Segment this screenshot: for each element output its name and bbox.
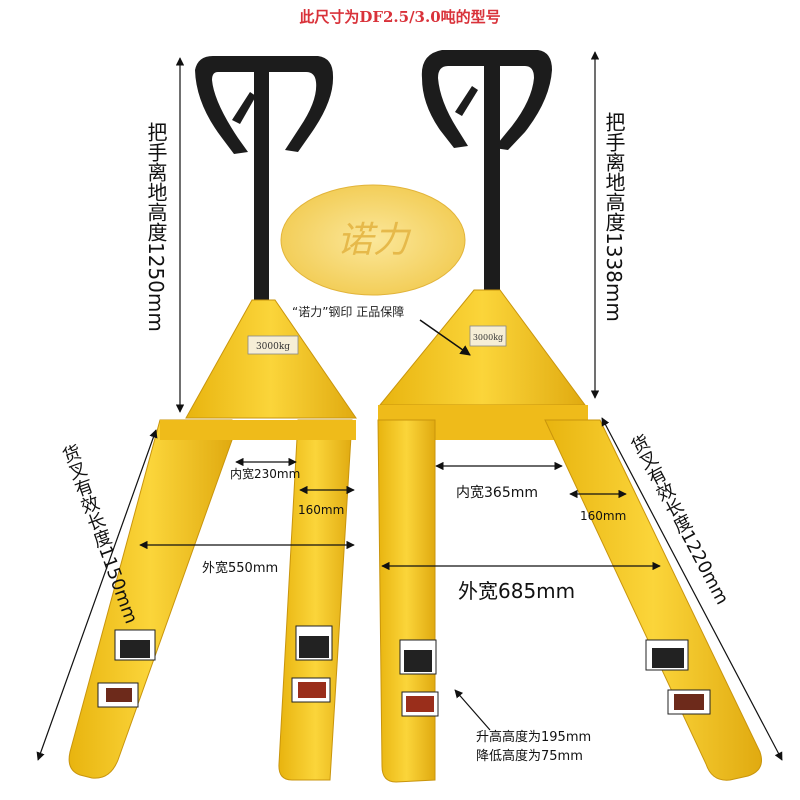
right-inner-width-label: 内宽365mm (456, 485, 538, 501)
stamp-caption: “诺力”钢印 正品保障 (292, 305, 405, 319)
right-handle-height-label: 把手离地高度1338mm (602, 112, 626, 322)
right-truck-fork-left (377, 419, 436, 783)
right-capacity-plate (469, 325, 507, 347)
right-handle-shaft (484, 50, 500, 310)
right-handle-grip (421, 50, 552, 150)
brand-stamp-badge: 诺力 (280, 184, 466, 296)
left-truck-crossbar (160, 420, 356, 440)
right-handle-lever (455, 86, 478, 116)
left-fork-width-label: 160mm (298, 503, 345, 517)
left-fork-length-line (36, 429, 158, 761)
left-handle-shaft (254, 60, 269, 310)
right-capacity-plate-text: 3000kg (473, 333, 503, 342)
left-capacity-plate (247, 335, 299, 355)
left-inner-width-label: 内宽230mm (230, 467, 301, 481)
stamp-pointer-arrow (419, 319, 471, 356)
left-handle-lever (232, 92, 256, 124)
right-pallet-truck: 3000kg (377, 50, 762, 783)
page-title: 此尺寸为DF2.5/3.0吨的型号 (299, 8, 501, 26)
left-pump-body (185, 299, 357, 419)
lift-pointer-arrow (454, 689, 491, 731)
right-outer-width-label: 外宽685mm (458, 579, 576, 603)
left-pallet-truck: 3000kg (68, 55, 357, 781)
left-handle-height-label: 把手离地高度1250mm (144, 122, 168, 332)
left-outer-width-label: 外宽550mm (202, 561, 279, 576)
lift-height-label: 升高高度为195mm (476, 730, 592, 745)
lower-height-label: 降低高度为75mm (476, 749, 583, 764)
left-truck-fork-left (68, 419, 233, 779)
right-fork-length-line (601, 417, 783, 761)
right-pump-body (378, 289, 586, 406)
right-fork-width-label: 160mm (580, 509, 627, 523)
stamp-brand-text: 诺力 (337, 220, 412, 261)
left-handle-grip (195, 55, 334, 154)
left-capacity-plate-text: 3000kg (256, 342, 290, 352)
